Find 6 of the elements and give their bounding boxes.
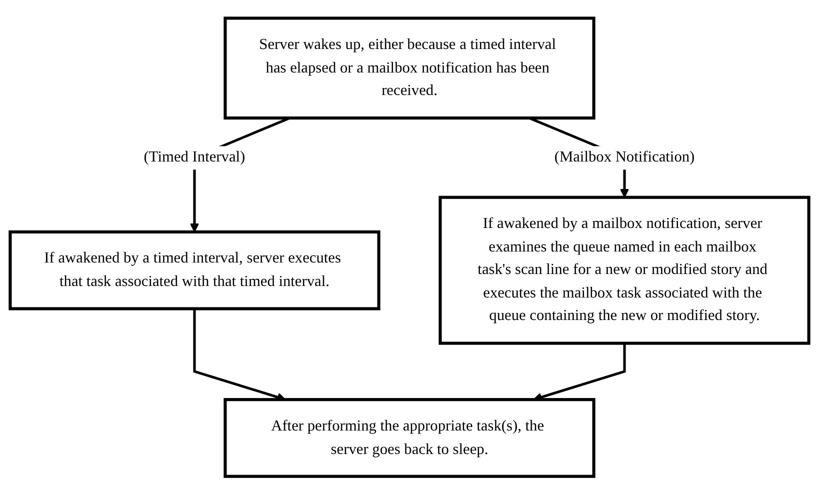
node-box: After performing the appropriate task(s), the server goes back to sleep. — [224, 398, 596, 478]
node-box: If awakened by a timed interval, server executes that task associated with that timed interval. — [8, 230, 380, 310]
node-box: Server wakes up, either because a timed interval has elapsed or a mailbox notification has been received. — [224, 16, 596, 120]
node-box: If awakened by a mailbox notification, server examines the queue named in each mailbox task's scan line for a new or modified story and executes the mailbox task associated with the queue containing the new or modified story. — [438, 196, 810, 345]
edge-label: (Timed Interval) — [144, 148, 246, 166]
edge-label: (Mailbox Notification) — [554, 148, 695, 166]
